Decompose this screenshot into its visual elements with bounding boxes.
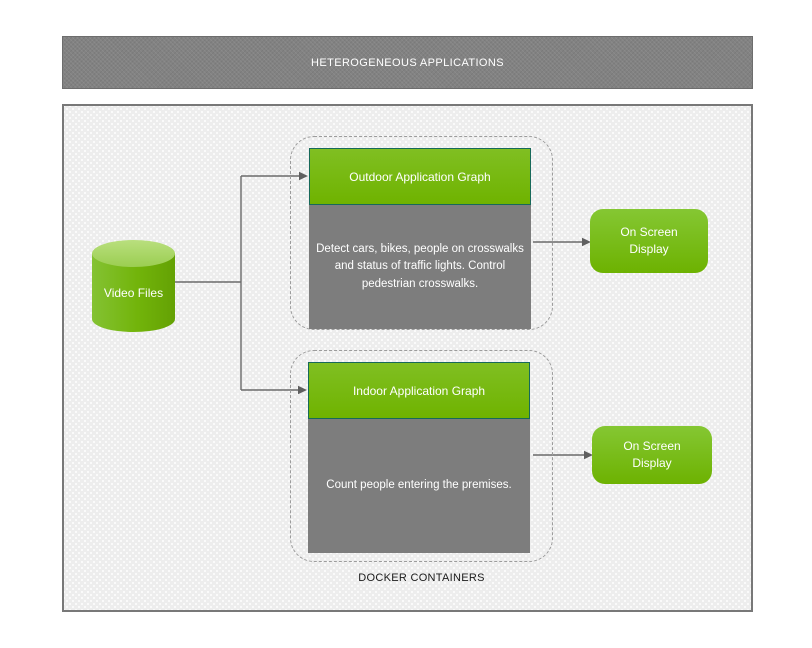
indoor-graph-title: Indoor Application Graph xyxy=(352,383,486,398)
on-screen-display-outdoor: On Screen Display xyxy=(590,209,708,273)
main-panel: Video Files Outdoor Application Graph De… xyxy=(62,104,753,612)
outdoor-graph-description-box: Detect cars, bikes, people on crosswalks… xyxy=(309,205,531,329)
docker-containers-label: DOCKER CONTAINERS xyxy=(358,572,485,584)
outdoor-graph-title-box: Outdoor Application Graph xyxy=(309,148,531,205)
docker-container-outdoor xyxy=(290,136,553,330)
video-files-cylinder: Video Files xyxy=(92,240,175,332)
on-screen-display-indoor-label: On Screen Display xyxy=(623,438,681,470)
outdoor-graph-description: Detect cars, bikes, people on crosswalks… xyxy=(316,243,524,290)
cylinder-body: Video Files xyxy=(92,253,175,332)
on-screen-display-indoor: On Screen Display xyxy=(592,426,712,484)
indoor-graph-title-box: Indoor Application Graph xyxy=(308,362,530,419)
header-bar: HETEROGENEOUS APPLICATIONS xyxy=(62,36,753,89)
indoor-graph-description: Count people entering the premises. xyxy=(326,479,512,492)
cylinder-top-ellipse xyxy=(92,240,175,267)
on-screen-display-outdoor-label: On Screen Display xyxy=(620,224,678,256)
outdoor-graph-title: Outdoor Application Graph xyxy=(349,169,491,184)
indoor-graph-description-box: Count people entering the premises. xyxy=(308,419,530,553)
docker-container-indoor xyxy=(290,350,553,562)
header-title: HETEROGENEOUS APPLICATIONS xyxy=(311,56,504,69)
video-files-label: Video Files xyxy=(103,285,164,300)
